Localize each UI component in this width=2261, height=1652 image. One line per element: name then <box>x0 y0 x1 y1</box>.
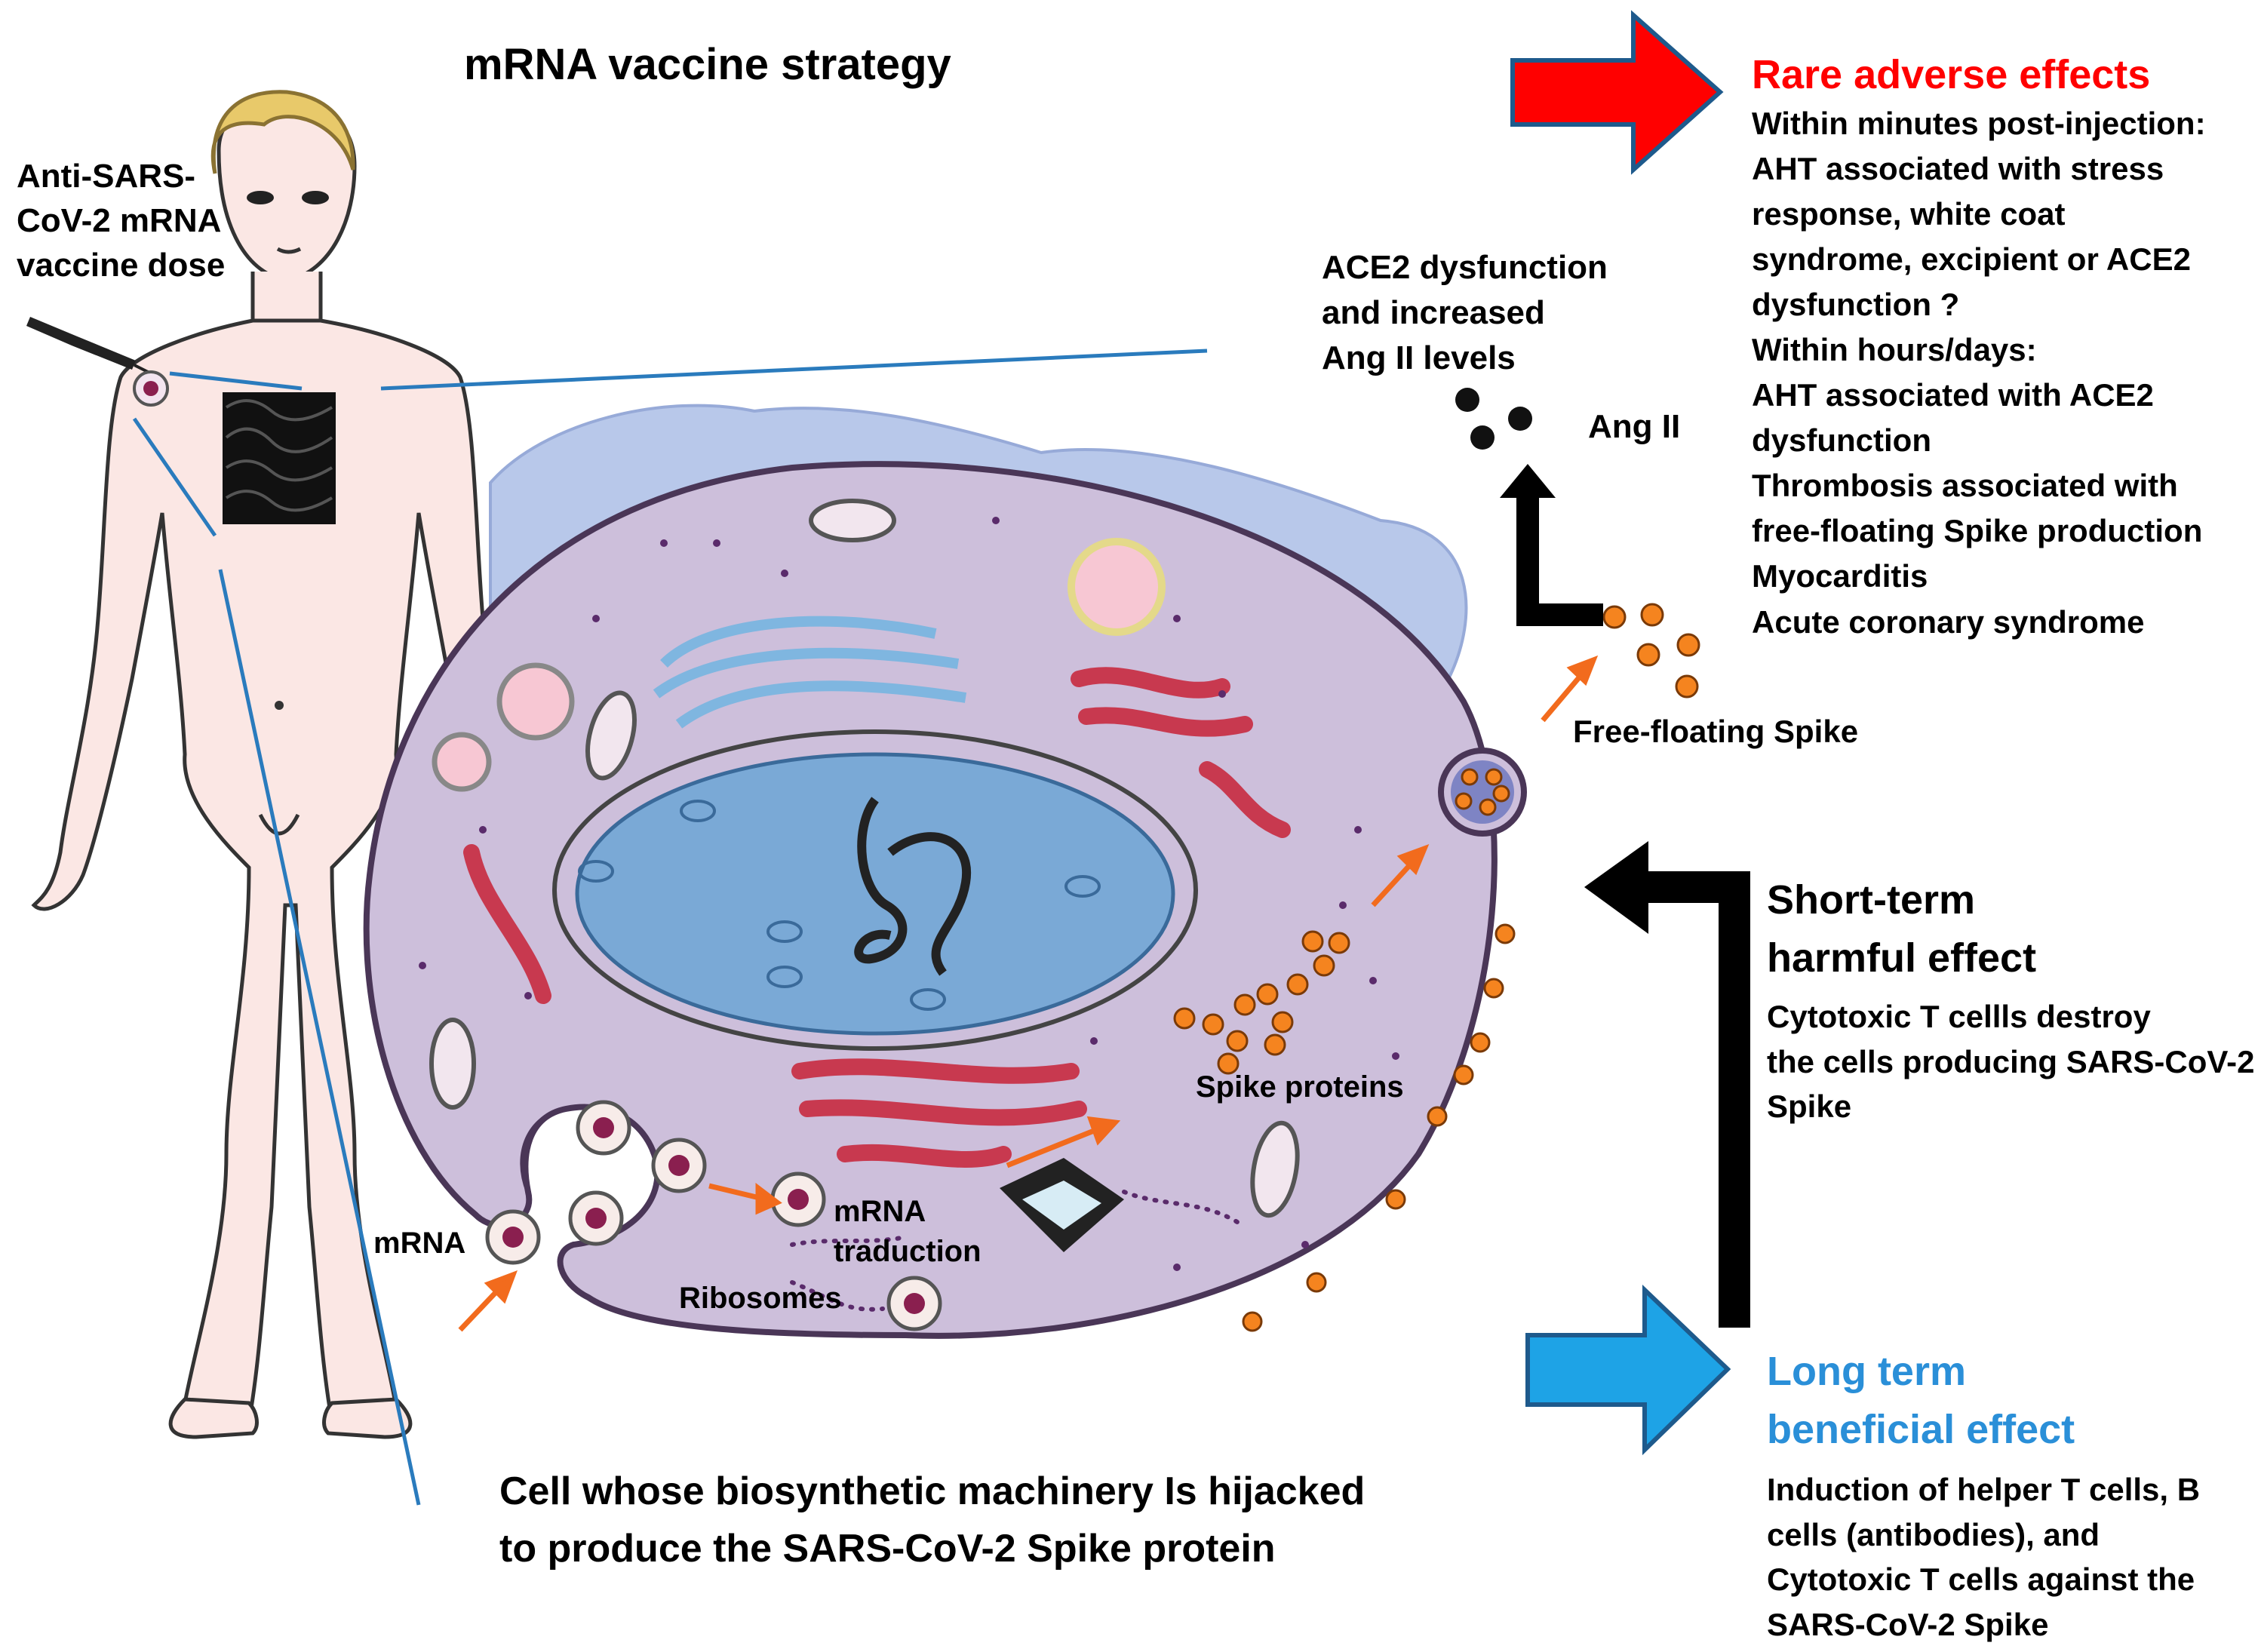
mrna-traduction-line: traduction <box>834 1234 982 1268</box>
vaccine-dose-line: vaccine dose <box>17 246 226 284</box>
rare-effect-line: dysfunction ? <box>1752 287 1960 323</box>
ace2-line: and increased <box>1322 293 1545 331</box>
long-term-heading: Long term beneficial effect <box>1767 1343 2075 1458</box>
red-right-arrow <box>1510 10 1724 175</box>
rare-effect-line: Acute coronary syndrome <box>1752 603 2145 640</box>
vaccine-dose-label: Anti-SARS- CoV-2 mRNA vaccine dose <box>17 155 225 288</box>
short-term-heading-line: Short-term <box>1767 877 1976 923</box>
rare-effect-line: syndrome, excipient or ACE2 <box>1752 241 2191 278</box>
page-title: mRNA vaccine strategy <box>464 40 951 89</box>
mrna-label: mRNA <box>373 1227 466 1260</box>
ribosome-dots <box>790 1190 1240 1312</box>
spike-protein-dots <box>1173 923 1516 1332</box>
blue-right-arrow <box>1525 1284 1731 1456</box>
cell-caption-line: Cell whose biosynthetic machinery Is hij… <box>499 1469 1366 1513</box>
ribosomes-label: Ribosomes <box>679 1282 842 1315</box>
black-return-arrow <box>1584 841 1750 1328</box>
vaccine-dose-line: CoV-2 mRNA <box>17 201 222 239</box>
rare-effect-line: AHT associated with ACE2 <box>1752 377 2154 413</box>
long-term-heading-line: beneficial effect <box>1767 1406 2075 1452</box>
black-up-arrow <box>1500 464 1603 626</box>
rare-effect-line: Thrombosis associated with <box>1752 468 2178 504</box>
vesicle-icon <box>1000 1158 1124 1252</box>
ace2-line: ACE2 dysfunction <box>1322 249 1608 286</box>
vaccine-dose-line: Anti-SARS- <box>17 158 196 195</box>
mrna-traduction-label: mRNA traduction <box>834 1192 982 1272</box>
rare-effect-line: response, white coat <box>1752 196 2066 232</box>
chromatin-icon <box>854 797 972 976</box>
rare-effects-list: Within minutes post-injection: AHT assoc… <box>1752 101 2206 645</box>
ace2-line: Ang II levels <box>1322 339 1516 376</box>
short-term-line: Spike <box>1767 1089 1852 1125</box>
rare-effect-line: free-floating Spike production <box>1752 513 2203 549</box>
long-term-line: SARS-CoV-2 Spike <box>1767 1606 2049 1642</box>
chest-pattern <box>223 392 336 524</box>
spike-proteins-label: Spike proteins <box>1196 1070 1404 1104</box>
long-term-text: Induction of helper T cells, B cells (an… <box>1767 1467 2200 1647</box>
cell-caption: Cell whose biosynthetic machinery Is hij… <box>499 1463 1365 1578</box>
endoplasmic-reticulum-icon <box>463 667 1291 1168</box>
long-term-line: Cytotoxic T cells against the <box>1767 1561 2195 1598</box>
short-term-heading: Short-term harmful effect <box>1767 871 2036 987</box>
long-term-line: Induction of helper T cells, B <box>1767 1472 2201 1507</box>
secretory-vesicle-icon <box>1438 748 1527 837</box>
syringe-icon <box>26 317 150 374</box>
rare-effect-line: AHT associated with stress <box>1752 151 2164 187</box>
cytoplasm-granules <box>419 517 1399 1271</box>
mrna-traduction-line: mRNA <box>834 1195 926 1228</box>
cell-illustration <box>363 404 1599 1339</box>
free-floating-spike-label: Free-floating Spike <box>1573 714 1859 749</box>
long-term-line: cells (antibodies), and <box>1767 1516 2100 1552</box>
long-term-heading-line: Long term <box>1767 1349 1966 1394</box>
rare-effect-line: dysfunction <box>1752 422 1931 459</box>
golgi-icon <box>653 616 967 729</box>
mitochondria-icon <box>429 499 1300 1218</box>
process-arrows <box>458 655 1599 1332</box>
rare-effect-line: Within hours/days: <box>1752 332 2037 368</box>
cell-caption-line: to produce the SARS-CoV-2 Spike protein <box>499 1526 1276 1571</box>
short-term-line: the cells producing SARS-CoV-2 <box>1767 1043 2255 1079</box>
short-term-heading-line: harmful effect <box>1767 935 2037 981</box>
connector-lines <box>132 349 1208 1506</box>
ace2-label: ACE2 dysfunction and increased Ang II le… <box>1322 245 1608 380</box>
mrna-vesicles <box>485 1100 942 1331</box>
rare-effect-line: Within minutes post-injection: <box>1752 106 2206 141</box>
ang-ii-label: Ang II <box>1588 408 1681 445</box>
short-term-text: Cytotoxic T cellls destroy the cells pro… <box>1767 994 2254 1129</box>
short-term-line: Cytotoxic T cellls destroy <box>1767 999 2151 1034</box>
rare-effect-line: Myocarditis <box>1752 558 1928 594</box>
rare-effects-heading: Rare adverse effects <box>1752 52 2151 97</box>
lysosome-icon <box>432 538 1166 792</box>
free-spike-dots <box>1602 603 1700 699</box>
ang-ii-dots <box>1455 388 1532 450</box>
injection-site-icon <box>133 370 169 407</box>
